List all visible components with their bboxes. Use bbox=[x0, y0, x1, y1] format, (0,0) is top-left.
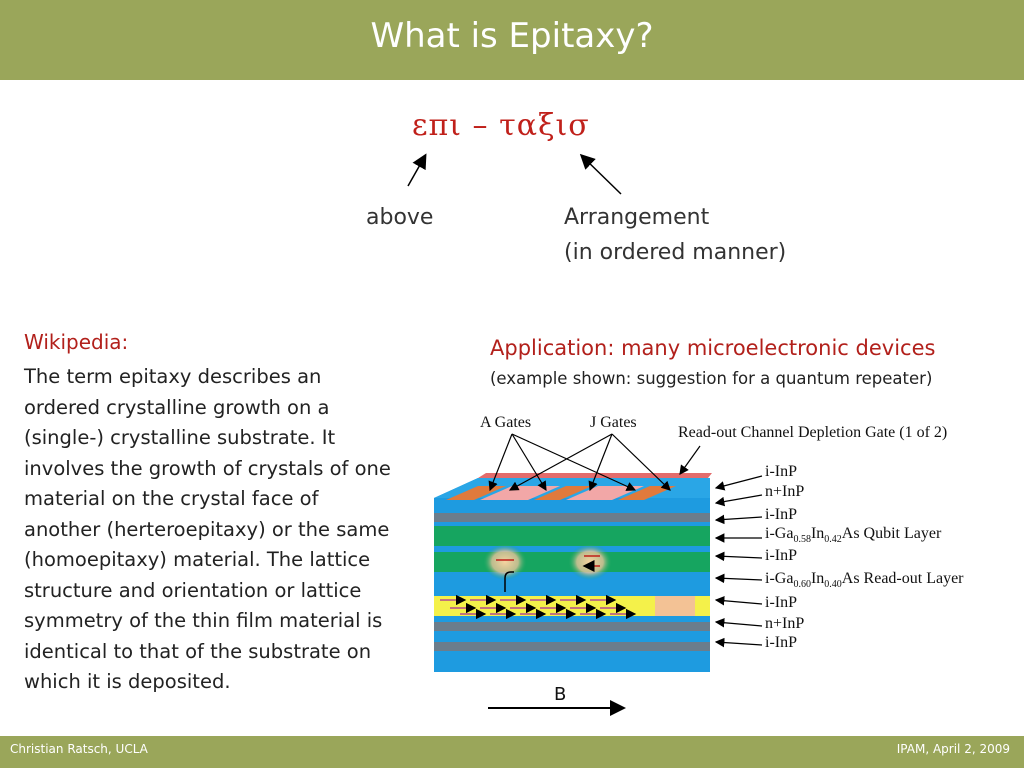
layer-label: i-Ga0.58In0.42As Qubit Layer bbox=[765, 525, 942, 546]
slide-title: What is Epitaxy? bbox=[370, 16, 654, 56]
arrow-above bbox=[407, 153, 427, 187]
layer-label: i-InP bbox=[765, 594, 797, 611]
etymology-arrows bbox=[407, 153, 622, 195]
gate-4 bbox=[566, 486, 644, 500]
title-bar bbox=[0, 0, 1024, 80]
layer-label: i-Ga0.60In0.40As Read-out Layer bbox=[765, 570, 964, 591]
front-layer-green-qubit bbox=[434, 526, 710, 546]
a-gates-label: A Gates bbox=[480, 414, 532, 431]
arrangement-note: (in ordered manner) bbox=[564, 240, 787, 265]
greek-etymology: επι – ταξισ bbox=[412, 108, 590, 143]
layer-label: i-InP bbox=[765, 547, 797, 564]
gate-3 bbox=[534, 486, 592, 500]
front-layer-dark2 bbox=[434, 622, 710, 631]
b-field-label: B bbox=[554, 684, 567, 705]
arrangement-label: Arrangement bbox=[564, 205, 710, 230]
above-label: above bbox=[366, 205, 434, 230]
layer-label: n+InP bbox=[765, 483, 805, 500]
layer-label: i-InP bbox=[765, 506, 797, 523]
front-layer-dark3 bbox=[434, 642, 710, 651]
layer-label: i-InP bbox=[765, 463, 797, 480]
layer-label: i-InP bbox=[765, 634, 797, 651]
layer-label: n+InP bbox=[765, 615, 805, 632]
qubit-glow-1 bbox=[483, 544, 527, 580]
readout-gate-label: Read-out Channel Depletion Gate (1 of 2) bbox=[678, 424, 948, 441]
front-layer-dark1 bbox=[434, 513, 710, 522]
readout-patch bbox=[655, 596, 695, 616]
arrow-arrangement bbox=[579, 153, 622, 195]
application-title: Application: many microelectronic device… bbox=[490, 336, 936, 360]
footer-bar bbox=[0, 736, 1024, 768]
j-gates-label: J Gates bbox=[590, 414, 637, 431]
application-subtitle: (example shown: suggestion for a quantum… bbox=[490, 369, 933, 388]
wikipedia-text: The term epitaxy describes an ordered cr… bbox=[24, 365, 391, 693]
wikipedia-heading: Wikipedia: bbox=[24, 330, 129, 354]
footer-venue: IPAM, April 2, 2009 bbox=[896, 742, 1010, 756]
qubit-glow-2 bbox=[568, 544, 612, 580]
footer-author: Christian Ratsch, UCLA bbox=[10, 742, 148, 756]
